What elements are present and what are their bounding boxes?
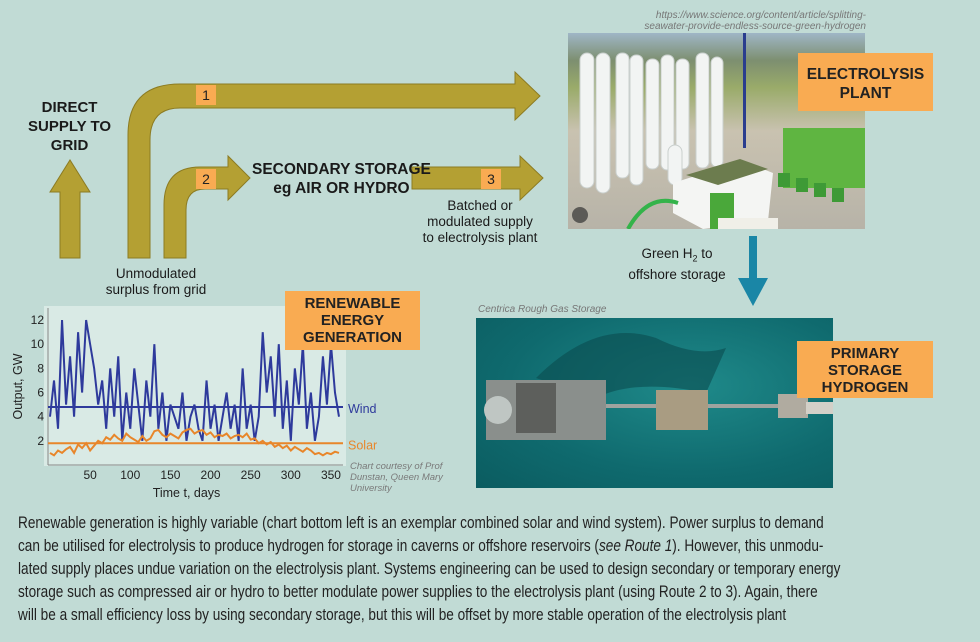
- secondary-storage-line: eg AIR OR HYDRO: [273, 180, 410, 197]
- y-tick-label: 10: [31, 337, 45, 351]
- legend-solar: Solar: [348, 438, 377, 452]
- green-h2-line: Green H2 to: [612, 246, 742, 267]
- y-tick-label: 8: [37, 361, 44, 375]
- route-2-arrow: [163, 154, 251, 259]
- y-tick-label: 4: [37, 410, 44, 424]
- route-2-badge: 2: [196, 169, 216, 189]
- caption-italic: see Route 1: [598, 537, 673, 555]
- x-tick-label: 250: [241, 468, 261, 482]
- x-tick-label: 200: [201, 468, 221, 482]
- y-tick-label: 6: [37, 386, 44, 400]
- renewable-energy-label: RENEWABLE ENERGY GENERATION: [285, 291, 420, 350]
- y-axis-label: Output, GW: [11, 353, 25, 419]
- x-tick-label: 100: [120, 468, 140, 482]
- primary-storage-line: HYDROGEN: [821, 379, 909, 396]
- caption-line: Renewable generation is highly variable …: [18, 514, 824, 532]
- primary-storage-label: PRIMARY STORAGE HYDROGEN: [797, 341, 933, 398]
- unmodulated-line: Unmodulated: [115, 266, 197, 281]
- storage-photo-caption: Centrica Rough Gas Storage: [478, 304, 607, 315]
- gas-storage-photo: [476, 318, 833, 488]
- chart-credit-line: Chart courtesy of Prof: [350, 461, 443, 472]
- green-h2-line: offshore storage: [628, 266, 726, 282]
- route-3-badge: 3: [481, 169, 501, 189]
- electrolysis-label-line: PLANT: [839, 85, 892, 102]
- secondary-storage-label: SECONDARY STORAGE eg AIR OR HYDRO: [252, 160, 431, 198]
- chart-credit-line: University: [350, 483, 392, 494]
- x-tick-label: 350: [321, 468, 341, 482]
- plant-illustration: [572, 33, 865, 229]
- flow-arrows: [49, 70, 544, 259]
- subscript-2: 2: [692, 253, 698, 264]
- secondary-storage-line: SECONDARY STORAGE: [252, 161, 431, 178]
- caption-line: will be a small efficiency loss by using…: [18, 606, 787, 624]
- renewable-label-line: ENERGY: [320, 312, 385, 329]
- chart-credit: Chart courtesy of Prof Dunstan, Queen Ma…: [350, 461, 443, 494]
- batched-supply-label: Batched or modulated supply to electroly…: [405, 198, 555, 246]
- direct-supply-arrow: [49, 159, 91, 259]
- batched-line: Batched or: [447, 198, 513, 213]
- direct-supply-label: DIRECT SUPPLY TO GRID: [28, 98, 111, 155]
- source-url-line: https://www.science.org/content/article/…: [655, 10, 866, 21]
- unmodulated-line: surplus from grid: [105, 282, 207, 297]
- x-tick-label: 300: [281, 468, 301, 482]
- direct-supply-line: DIRECT: [41, 99, 98, 116]
- primary-storage-line: PRIMARY: [830, 345, 900, 362]
- green-h-text: Green H: [641, 246, 693, 261]
- y-tick-label: 12: [31, 313, 45, 327]
- x-tick-label: 150: [160, 468, 180, 482]
- x-tick-label: 50: [83, 468, 97, 482]
- caption-text: ). However, this unmodu-: [672, 537, 824, 555]
- electrolysis-label-line: ELECTROLYSIS: [806, 66, 925, 83]
- chart-credit-line: Dunstan, Queen Mary: [350, 472, 443, 483]
- caption-text: can be utilised for electrolysis to prod…: [18, 537, 599, 555]
- legend-wind: Wind: [348, 402, 377, 416]
- source-url-line: seawater-provide-endless-source-green-hy…: [644, 21, 866, 32]
- primary-storage-line: STORAGE: [828, 362, 902, 379]
- green-h2-label: Green H2 to offshore storage: [612, 246, 742, 283]
- caption-line: can be utilised for electrolysis to prod…: [18, 537, 823, 556]
- batched-line: to electrolysis plant: [422, 230, 538, 245]
- batched-line: modulated supply: [427, 214, 533, 229]
- electrolysis-plant-label: ELECTROLYSIS PLANT: [798, 53, 933, 111]
- direct-supply-line: SUPPLY TO: [28, 118, 112, 135]
- route-1-badge: 1: [196, 85, 216, 105]
- caption-line: lated supply places undue variation on t…: [18, 560, 841, 578]
- source-url: https://www.science.org/content/article/…: [600, 10, 866, 32]
- renewable-label-line: RENEWABLE: [304, 295, 401, 312]
- x-axis-label: Time t, days: [153, 486, 221, 500]
- to-text: to: [697, 246, 713, 261]
- y-tick-label: 2: [37, 434, 44, 448]
- renewable-label-line: GENERATION: [303, 329, 402, 346]
- down-arrow-icon: [738, 236, 768, 306]
- caption-line: storage such as compressed air or hydro …: [18, 583, 818, 601]
- series-line-wind: [49, 319, 340, 442]
- series-line-solar: [49, 427, 340, 457]
- unmodulated-label: Unmodulated surplus from grid: [96, 266, 216, 298]
- route-3-arrow: [411, 154, 544, 202]
- route-1-arrow: [127, 70, 541, 259]
- platform-illustration: [484, 333, 833, 440]
- direct-supply-line: GRID: [50, 137, 89, 154]
